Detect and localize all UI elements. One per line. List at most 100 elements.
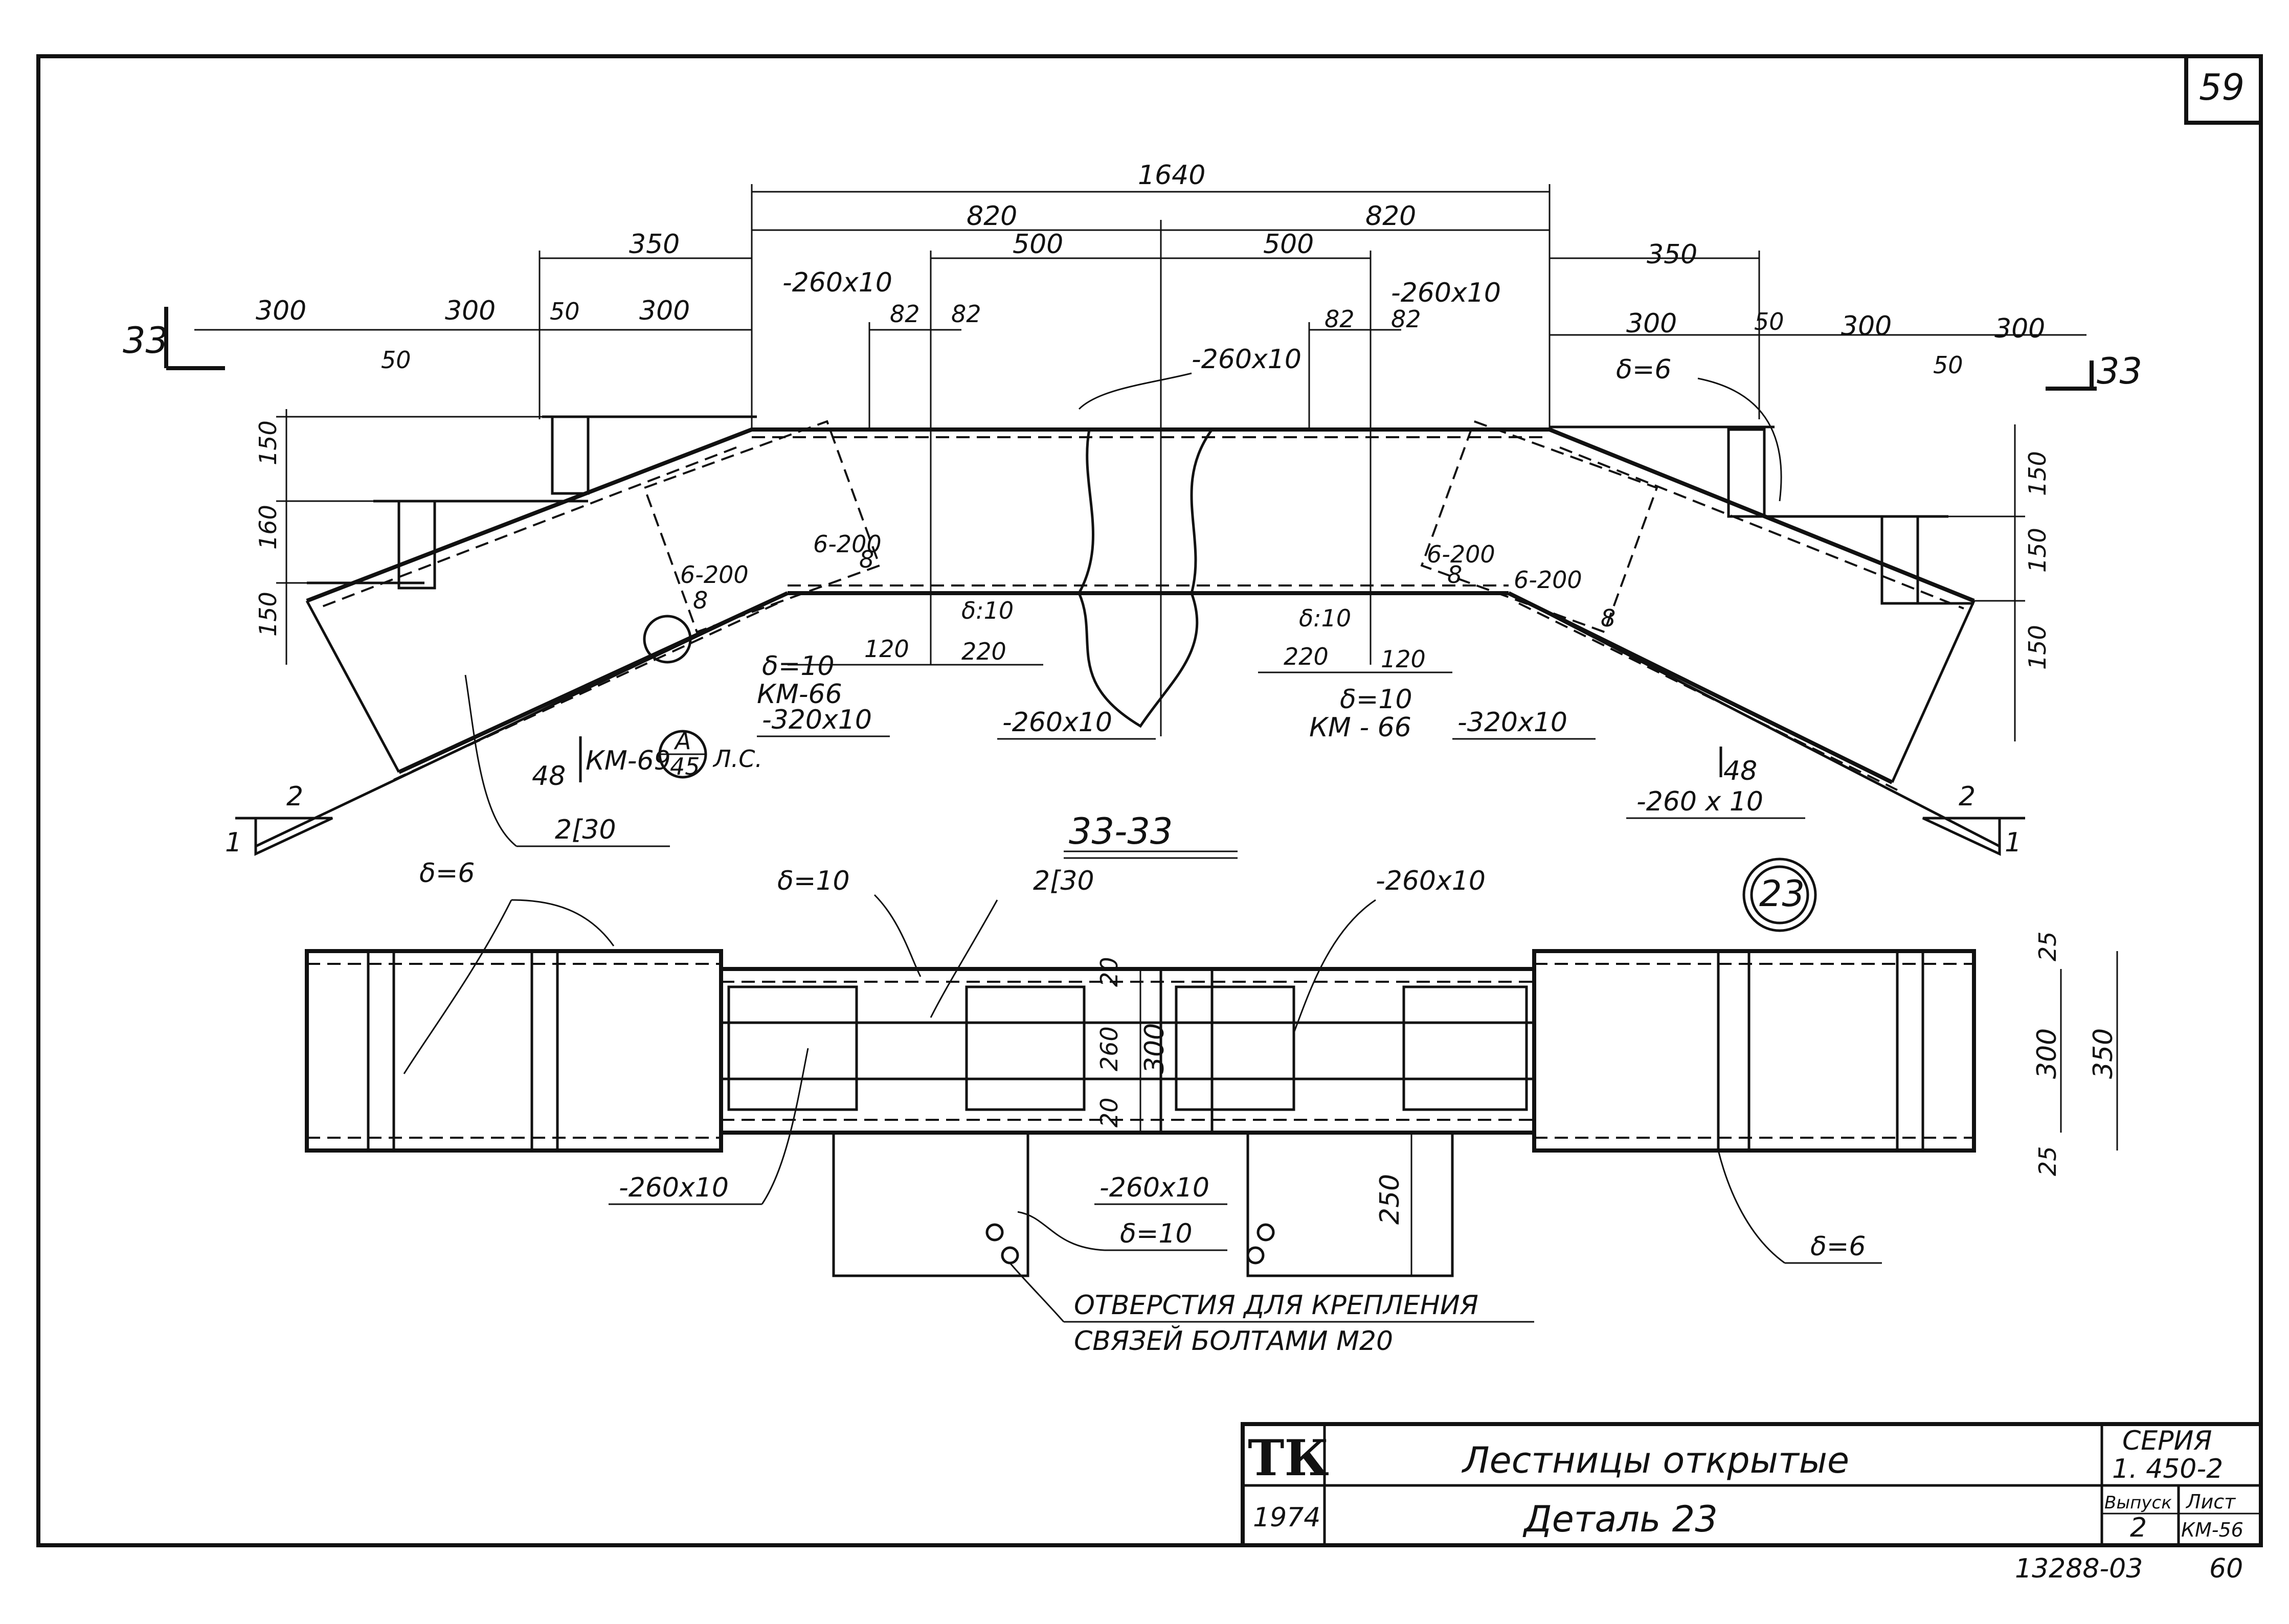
label-delta10-mid-left: δ:10: [961, 597, 1014, 624]
label-weld-8-a: 8: [693, 587, 708, 614]
label-260x10-top-left: -260x10: [782, 267, 892, 298]
dim-220-left: 220: [961, 638, 1006, 665]
vertical-dimensions: [276, 409, 2025, 741]
title-block-year: 1974: [1253, 1502, 1320, 1533]
sleader-delta6-bottom: [1717, 1150, 1785, 1264]
section-plate-c: [1175, 985, 1295, 1111]
footer-page: 60: [2209, 1553, 2243, 1584]
section-title: 33-33: [1069, 810, 1173, 852]
slabel-delta6-top: δ=6: [419, 858, 475, 889]
gusset-plate-right: [1246, 1131, 1454, 1277]
cut-2-left: 2: [286, 781, 303, 812]
leader-260x10-center: [1078, 372, 1192, 410]
sdim-300-right: 300: [2032, 1028, 2062, 1079]
plate-6-200-left: [643, 420, 881, 634]
label-delta10-right: δ=10: [1340, 684, 1412, 715]
sdim-260: 260: [1095, 1026, 1123, 1071]
cut-1-left: 1: [225, 827, 242, 858]
dimension-chain: [194, 184, 2086, 736]
central-column-break: [1078, 428, 1214, 728]
section-right-block: [1532, 949, 1976, 1153]
label-delta10-mid-right: δ:10: [1299, 604, 1351, 632]
note-holes-leader: [1009, 1262, 1065, 1322]
dim-120-left: 120: [864, 635, 909, 663]
dim-300-d: 300: [1626, 308, 1677, 339]
central-beam: [752, 427, 1550, 595]
dim-220-right: 220: [1284, 643, 1329, 670]
cut-2-right: 2: [1959, 781, 1976, 812]
slabel-260x10-mid: -260x10: [1099, 1172, 1209, 1203]
sdim-25-bottom: 25: [2034, 1146, 2061, 1176]
sleader-delta6-top-b: [403, 899, 512, 1074]
dim-500-left: 500: [1013, 229, 1063, 260]
section-plate-a: [727, 985, 858, 1111]
label-260x10-top-right: -260x10: [1391, 278, 1501, 308]
sleader-delta10-top: [873, 894, 922, 977]
vdim-160: 160: [254, 505, 282, 550]
left-stringer: [305, 427, 789, 781]
label-km66-right: КМ - 66: [1309, 712, 1411, 743]
title-block-title: Лестницы открытые: [1461, 1439, 1849, 1481]
left-steps: [307, 415, 757, 590]
ref-a: А: [674, 727, 691, 755]
sdim-25-top: 25: [2034, 931, 2061, 961]
cut-triangle-left: [254, 817, 333, 856]
note-holes-line2: СВЯЗЕЙ БОЛТАМИ М20: [1074, 1325, 1393, 1357]
label-6-200-a: 6-200: [680, 561, 749, 589]
slabel-delta6-bottom: δ=6: [1810, 1231, 1866, 1262]
detail-number-inner: [1750, 865, 1809, 924]
right-steps: [1550, 425, 1974, 605]
right-bottom-slope: [1508, 592, 2001, 848]
dim-820-left: 820: [967, 201, 1017, 232]
dim-300-f: 300: [1994, 313, 2045, 344]
title-block-issue-value: 2: [2130, 1513, 2147, 1543]
detail-number-outer: [1742, 858, 1817, 932]
section-mark-left: 33: [123, 320, 168, 362]
elevation-view: 1640 820 820 500 500 350 350 300 300 50 …: [123, 160, 2142, 858]
bolt-hole-3: [1256, 1223, 1275, 1242]
sleader-260x10-top: [1293, 899, 1376, 1033]
sdim-20-bottom: 20: [1095, 1097, 1123, 1127]
vdim-150-c: 150: [2024, 451, 2051, 496]
sleader-260x10-left: [761, 1048, 809, 1205]
label-6-200-b: 6-200: [813, 530, 882, 558]
ref-45: 45: [670, 753, 700, 780]
label-weld-8-d: 8: [1601, 604, 1615, 632]
footer-code: 13288-03: [2015, 1553, 2143, 1584]
dim-300-e: 300: [1841, 311, 1892, 342]
ref-ls: Л.С.: [712, 745, 762, 773]
dim-350-left: 350: [629, 229, 680, 260]
dim-50-b: 50: [381, 346, 411, 374]
label-delta6-top: δ=6: [1616, 354, 1671, 385]
title-block-series-value: 1. 450-2: [2112, 1454, 2223, 1484]
title-block-issue-label: Выпуск: [2104, 1493, 2172, 1513]
bolt-hole-1: [985, 1223, 1004, 1242]
vdim-150-e: 150: [2024, 625, 2051, 670]
slabel-delta10-top: δ=10: [777, 866, 850, 896]
label-weld-8-c: 8: [1447, 561, 1462, 589]
dim-500-right: 500: [1263, 229, 1314, 260]
sdim-350-right: 350: [2088, 1028, 2119, 1079]
sheet-number-box: [2184, 54, 2263, 125]
sdim-20-top: 20: [1095, 957, 1123, 987]
dim-50-c: 50: [1754, 308, 1784, 335]
label-6-200-c: 6-200: [1427, 540, 1495, 568]
label-weld-8-b: 8: [859, 546, 874, 573]
node-circle: [643, 615, 692, 664]
dim-300-c: 300: [639, 296, 690, 326]
section-view: 33-33 23: [305, 810, 2119, 1357]
sdim-250: 250: [1375, 1174, 1405, 1225]
cut-triangle-right: [1922, 817, 2001, 856]
bolt-hole-2: [1001, 1246, 1019, 1265]
label-320x10-left: -320x10: [762, 705, 872, 735]
sleader-2c30: [930, 899, 998, 1018]
dim-50-a: 50: [550, 298, 580, 325]
label-km69: КМ-69: [586, 746, 671, 776]
dim-82-c: 82: [1325, 305, 1355, 333]
dim-300-b: 300: [445, 296, 496, 326]
cut-1-right: 1: [2005, 827, 2022, 858]
leader-2c30: [464, 674, 517, 847]
label-260x10-center: -260x10: [1192, 344, 1301, 375]
label-320x10-right: -320x10: [1457, 707, 1567, 738]
label-260x10-bottom-center: -260x10: [1002, 707, 1112, 738]
